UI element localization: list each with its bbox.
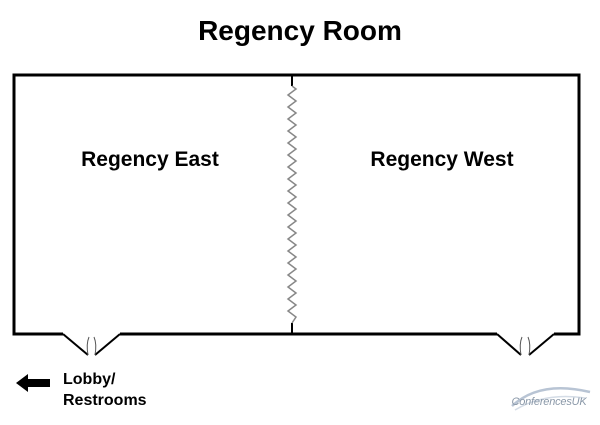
room-outline <box>12 73 581 336</box>
logo-swoosh-icon <box>511 386 591 411</box>
movable-partition <box>286 85 298 324</box>
brand-logo: ConferencesUK <box>500 384 598 420</box>
arrow-left-icon <box>16 374 50 392</box>
exit-label-line1: Lobby/ <box>63 371 116 388</box>
room-label-regency-east: Regency East <box>81 148 219 171</box>
exit-label: Lobby/ Restrooms <box>63 369 147 411</box>
room-label-regency-west: Regency West <box>370 148 514 171</box>
floor-plan-title: Regency Room <box>198 15 402 46</box>
door-right <box>496 332 555 356</box>
door-left <box>62 332 121 356</box>
exit-label-line2: Restrooms <box>63 392 147 409</box>
logo-text: ConferencesUK <box>511 396 587 408</box>
